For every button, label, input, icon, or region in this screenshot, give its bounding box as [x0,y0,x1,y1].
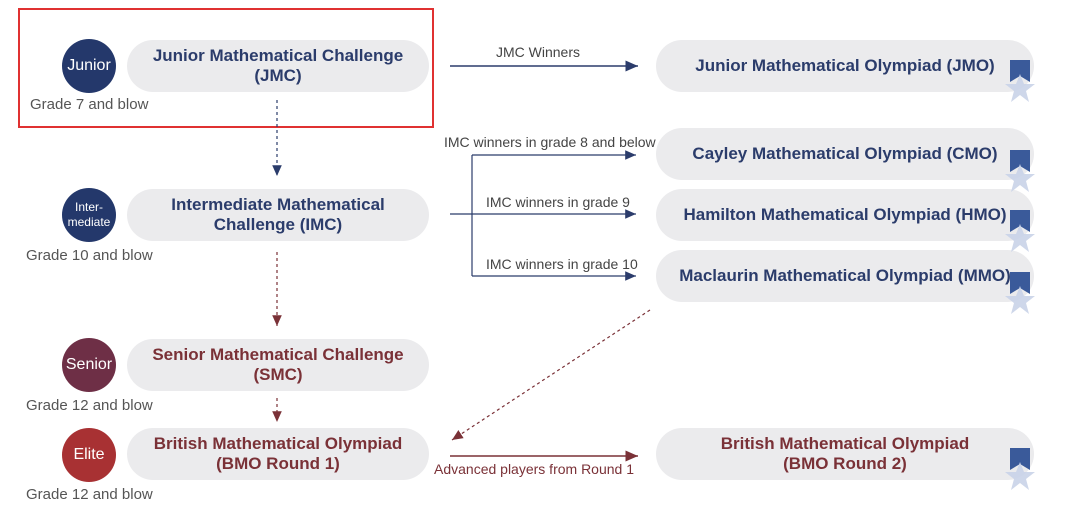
highlight-box [18,8,434,128]
node-smc: Senior Mathematical Challenge (SMC) [127,339,429,391]
medal-icon [1005,210,1035,252]
medal-icon [1005,448,1035,490]
node-jmc: Junior Mathematical Challenge (JMC) [127,40,429,92]
label-advanced: Advanced players from Round 1 [434,461,634,477]
badge-senior: Senior [62,338,116,392]
edge-mmo-bmo1 [451,309,651,441]
badge-junior: Junior [62,39,116,93]
badge-intermediate: Inter- mediate [62,188,116,242]
medal-icon [1005,150,1035,192]
medal-icon [1005,60,1035,102]
grade-junior: Grade 7 and blow [30,96,149,113]
node-jmo: Junior Mathematical Olympiad (JMO) [656,40,1034,92]
label-jmc-winners: JMC Winners [496,44,581,60]
label-imc-grade9: IMC winners in grade 9 [486,194,630,210]
label-imc-grade8: IMC winners in grade 8 and below [444,134,656,150]
node-bmo1: British Mathematical Olympiad (BMO Round… [127,428,429,480]
label-imc-grade10: IMC winners in grade 10 [486,256,638,272]
grade-elite: Grade 12 and blow [26,486,153,503]
node-imc: Intermediate Mathematical Challenge (IMC… [127,189,429,241]
node-cmo: Cayley Mathematical Olympiad (CMO) [656,128,1034,180]
node-hmo: Hamilton Mathematical Olympiad (HMO) [656,189,1034,241]
medal-icon [1005,272,1035,314]
grade-intermediate: Grade 10 and blow [26,247,153,264]
badge-elite: Elite [62,428,116,482]
node-mmo: Maclaurin Mathematical Olympiad (MMO) [656,250,1034,302]
node-bmo2: British Mathematical Olympiad (BMO Round… [656,428,1034,480]
grade-senior: Grade 12 and blow [26,397,153,414]
